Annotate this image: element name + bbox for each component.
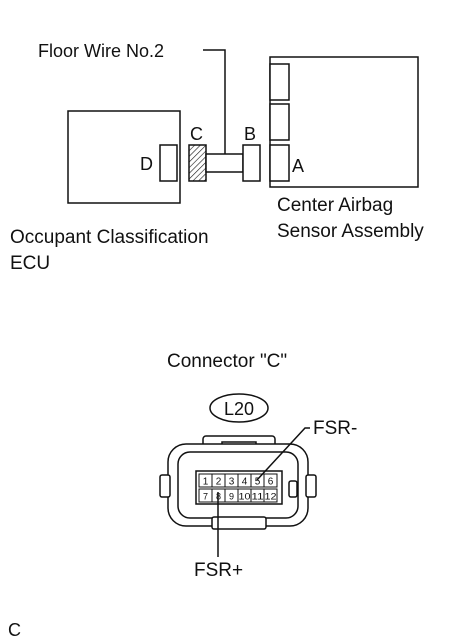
pin-5: 5 — [255, 477, 261, 488]
connector-code-badge — [209, 393, 269, 423]
pin-12: 12 — [265, 492, 277, 502]
fsr-plus-label: FSR+ — [194, 560, 243, 581]
pin-10: 10 — [239, 492, 251, 502]
floor-wire-leader — [203, 49, 226, 154]
pin-11: 11 — [252, 492, 264, 502]
pin-b-label: B — [244, 124, 256, 144]
pin-2: 2 — [216, 477, 222, 488]
fsr-minus-label: FSR- — [313, 418, 357, 439]
pin-7: 7 — [203, 492, 208, 502]
pin-1: 1 — [203, 477, 209, 488]
pin-grid — [198, 473, 278, 503]
occupant-ecu-label-line2: ECU — [10, 253, 50, 274]
connector-title: Connector "C" — [167, 351, 287, 372]
pin-c-label: C — [190, 124, 203, 144]
floor-wire-label: Floor Wire No.2 — [38, 41, 164, 61]
pin-a-label: A — [292, 156, 304, 176]
fsr-minus-leader — [256, 427, 310, 481]
figure-code: C — [8, 620, 21, 640]
connector-code: L20 — [224, 399, 254, 419]
pin-d-label: D — [140, 154, 153, 174]
center-airbag-label-line1: Center Airbag — [277, 195, 393, 216]
connector-b — [242, 144, 261, 182]
occupant-ecu-label-line1: Occupant Classification — [10, 227, 209, 248]
connector-slot-2 — [269, 103, 290, 141]
connector-a — [269, 144, 290, 182]
connector-d — [159, 144, 178, 182]
connector-c — [188, 144, 207, 182]
pin-6: 6 — [268, 477, 274, 488]
pin-9: 9 — [229, 492, 234, 502]
pin-3: 3 — [229, 477, 235, 488]
center-airbag-label-line2: Sensor Assembly — [277, 221, 424, 242]
connector-slot-1 — [269, 63, 290, 101]
center-airbag-box — [269, 56, 419, 188]
pin-4: 4 — [242, 477, 248, 488]
harness-body — [205, 153, 244, 173]
